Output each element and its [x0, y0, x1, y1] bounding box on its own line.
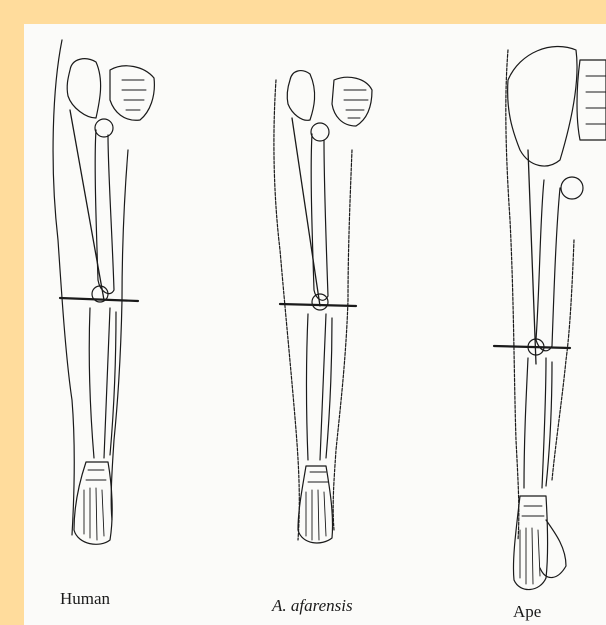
- caption-human: Human: [60, 589, 110, 609]
- human-mechanical-axis: [70, 110, 104, 300]
- human-sacrum-ridges: [122, 80, 146, 110]
- ape-fibula: [546, 362, 552, 486]
- afarensis-mechanical-axis: [292, 118, 320, 306]
- human-knee-line: [60, 298, 138, 301]
- ape-ilium: [508, 47, 577, 166]
- ape-hip-joint: [561, 177, 583, 199]
- ape-leg-skeleton: [494, 47, 606, 590]
- caption-afarensis: A. afarensis: [272, 596, 353, 616]
- human-sacrum: [110, 66, 154, 120]
- ape-foot-bones: [520, 506, 544, 584]
- afarensis-hip-joint: [311, 123, 329, 141]
- ape-tibia: [524, 358, 546, 488]
- human-foot-bones: [84, 470, 106, 540]
- ape-sacrum: [577, 60, 606, 140]
- human-ilium: [67, 59, 100, 118]
- human-leg-skeleton: [53, 40, 154, 544]
- afarensis-leg-outline: [274, 80, 352, 540]
- afarensis-sacrum: [332, 77, 372, 126]
- ape-mechanical-axis: [528, 150, 536, 364]
- ape-leg-outline: [506, 50, 574, 540]
- afarensis-leg-skeleton: [274, 71, 372, 543]
- afarensis-femur: [311, 134, 328, 300]
- afarensis-fibula: [326, 318, 332, 458]
- ape-sacrum-ridges: [586, 76, 606, 124]
- afarensis-foot-bones: [306, 472, 328, 540]
- human-tibia: [89, 308, 110, 458]
- afarensis-ilium: [287, 71, 314, 121]
- ape-big-toe: [540, 520, 566, 578]
- afarensis-sacrum-ridges: [344, 90, 368, 118]
- afarensis-tibia: [307, 314, 327, 460]
- human-foot: [74, 462, 112, 544]
- ape-femur: [536, 180, 560, 351]
- human-hip-joint: [95, 119, 113, 137]
- ape-knee-line: [494, 346, 570, 348]
- caption-ape: Ape: [513, 602, 541, 622]
- ape-foot: [513, 496, 547, 590]
- afarensis-foot: [298, 466, 333, 543]
- human-leg-outline: [53, 40, 128, 535]
- afarensis-knee-line: [280, 304, 356, 306]
